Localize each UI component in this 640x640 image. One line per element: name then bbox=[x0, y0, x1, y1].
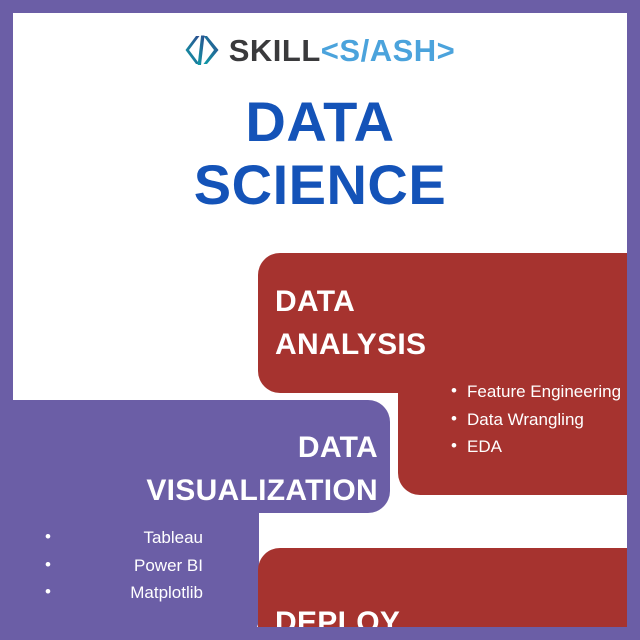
data-analysis-heading: DATA ANALYSIS bbox=[275, 281, 575, 366]
brand-logo-skill: SKILL bbox=[228, 32, 321, 68]
brand-logo-text: SKILL<S/ASH> bbox=[229, 35, 456, 66]
brand-logo: SKILL<S/ASH> bbox=[13, 27, 627, 73]
data-analysis-panel-joint bbox=[398, 253, 438, 393]
page-title: DATA SCIENCE bbox=[13, 90, 627, 216]
poster-canvas: SKILL<S/ASH> DATA SCIENCE DATA ANALYSIS … bbox=[13, 13, 627, 627]
data-analysis-panel-upper bbox=[258, 253, 627, 393]
data-visualization-heading-line2: VISUALIZATION bbox=[146, 473, 378, 507]
data-visualization-panel-upper bbox=[13, 400, 390, 513]
data-analysis-bullets: Feature Engineering Data Wrangling EDA bbox=[449, 378, 627, 462]
list-item: Data Wrangling bbox=[449, 406, 627, 433]
data-visualization-heading-line1: DATA bbox=[297, 431, 378, 464]
page-title-line1: DATA bbox=[245, 90, 395, 153]
data-visualization-panel-joint bbox=[219, 400, 259, 513]
data-visualization-bullets: Tableau Power BI Matplotlib bbox=[43, 524, 203, 608]
list-item: Tableau bbox=[43, 524, 203, 551]
data-visualization-heading: DATA VISUALIZATION bbox=[53, 427, 378, 512]
list-item: Feature Engineering bbox=[449, 378, 627, 405]
code-brackets-icon bbox=[185, 35, 219, 65]
data-analysis-heading-line1: DATA bbox=[275, 285, 356, 318]
brand-logo-slash: <S/ASH> bbox=[320, 32, 456, 68]
deploy-heading: DEPLOY bbox=[275, 606, 401, 627]
list-item: EDA bbox=[449, 433, 627, 460]
data-analysis-heading-line2: ANALYSIS bbox=[275, 327, 427, 361]
page-title-line2: SCIENCE bbox=[193, 152, 447, 216]
list-item: Power BI bbox=[43, 552, 203, 579]
deploy-panel bbox=[258, 548, 627, 627]
list-item: Matplotlib bbox=[43, 579, 203, 606]
